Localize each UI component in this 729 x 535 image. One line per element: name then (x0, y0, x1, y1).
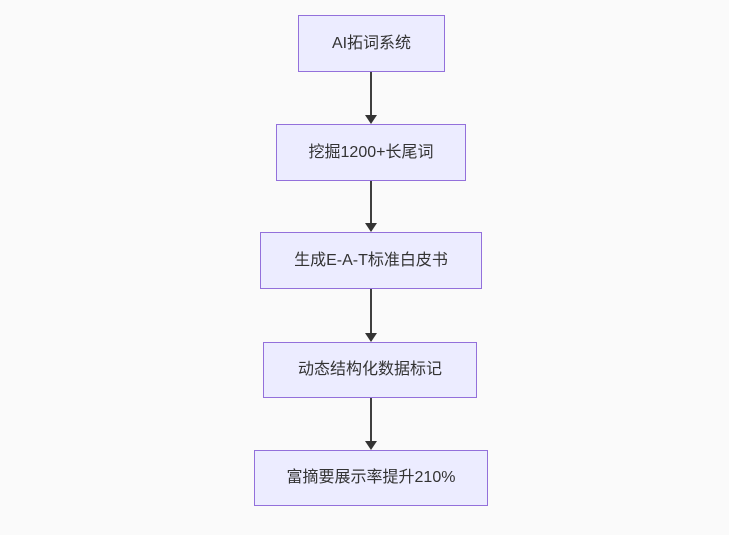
arrow-down-icon (365, 441, 377, 450)
arrow-down-icon (365, 333, 377, 342)
edge-connector (364, 181, 378, 232)
flow-node-label: 挖掘1200+长尾词 (308, 143, 434, 161)
flow-node-label: 动态结构化数据标记 (297, 361, 442, 379)
arrow-down-icon (365, 223, 377, 232)
edge-line (370, 181, 372, 223)
edge-line (370, 72, 372, 115)
flow-node-ai-word-expansion: AI拓词系统 (298, 15, 445, 72)
flow-node-longtail-mining: 挖掘1200+长尾词 (276, 124, 466, 181)
arrow-down-icon (365, 115, 377, 124)
edge-connector (364, 398, 378, 450)
edge-connector (364, 72, 378, 124)
edge-connector (364, 289, 378, 342)
flow-node-rich-snippet-result: 富摘要展示率提升210% (254, 450, 488, 506)
edge-line (370, 398, 372, 441)
flow-node-structured-data-markup: 动态结构化数据标记 (263, 342, 477, 398)
flow-node-label: 富摘要展示率提升210% (286, 469, 456, 487)
flow-node-eat-whitepaper: 生成E-A-T标准白皮书 (260, 232, 482, 289)
flow-node-label: AI拓词系统 (331, 34, 412, 52)
edge-line (370, 289, 372, 333)
flow-node-label: 生成E-A-T标准白皮书 (294, 251, 448, 269)
